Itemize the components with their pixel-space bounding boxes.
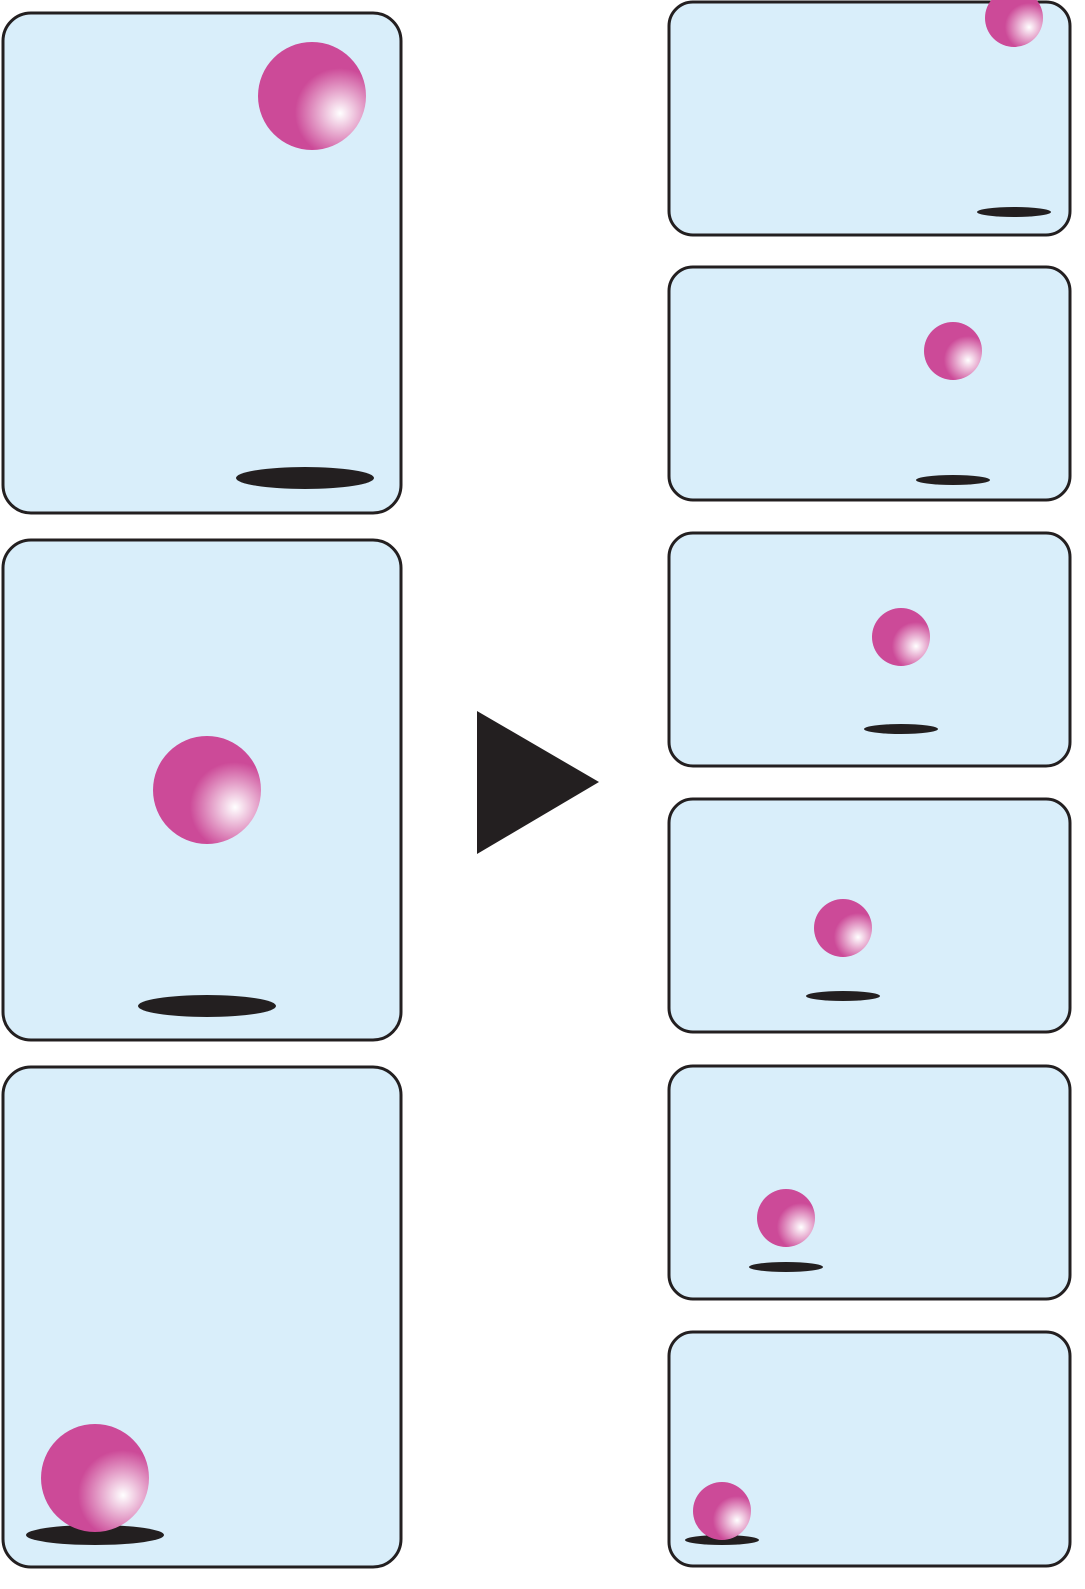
frame-panel [667, 1064, 1072, 1301]
ball-icon [924, 322, 982, 380]
left-column [1, 11, 403, 1569]
ball-shadow [806, 991, 880, 1001]
ball-icon [41, 1424, 149, 1532]
ball-icon [693, 1482, 751, 1540]
ball-shadow [916, 475, 990, 485]
ball-icon [258, 42, 366, 150]
ball-shadow [749, 1262, 823, 1272]
right-frame-2 [667, 265, 1072, 502]
ball-icon [757, 1189, 815, 1247]
ball-icon [814, 899, 872, 957]
frame-panel [667, 1330, 1072, 1568]
ball-shadow [977, 207, 1051, 217]
left-frame-3 [1, 1065, 403, 1569]
frame-panel [667, 0, 1072, 237]
right-frame-6 [667, 1330, 1072, 1568]
ball-shadow [864, 724, 938, 734]
frame-panel [667, 797, 1072, 1034]
ball-shadow [236, 467, 374, 489]
right-frame-4 [667, 797, 1072, 1034]
ball-icon [985, 0, 1043, 47]
right-frame-3 [667, 531, 1072, 768]
right-frame-5 [667, 1064, 1072, 1301]
left-frame-1 [1, 11, 403, 515]
left-frame-2 [1, 538, 403, 1042]
ball-shadow [138, 995, 276, 1017]
play-triangle-icon [477, 711, 599, 854]
right-frame-1 [667, 0, 1072, 237]
ball-icon [872, 608, 930, 666]
ball-icon [153, 736, 261, 844]
ball-shadow [26, 1525, 164, 1545]
right-column [667, 0, 1072, 1568]
frame-panel [667, 265, 1072, 502]
frame-panel [667, 531, 1072, 768]
